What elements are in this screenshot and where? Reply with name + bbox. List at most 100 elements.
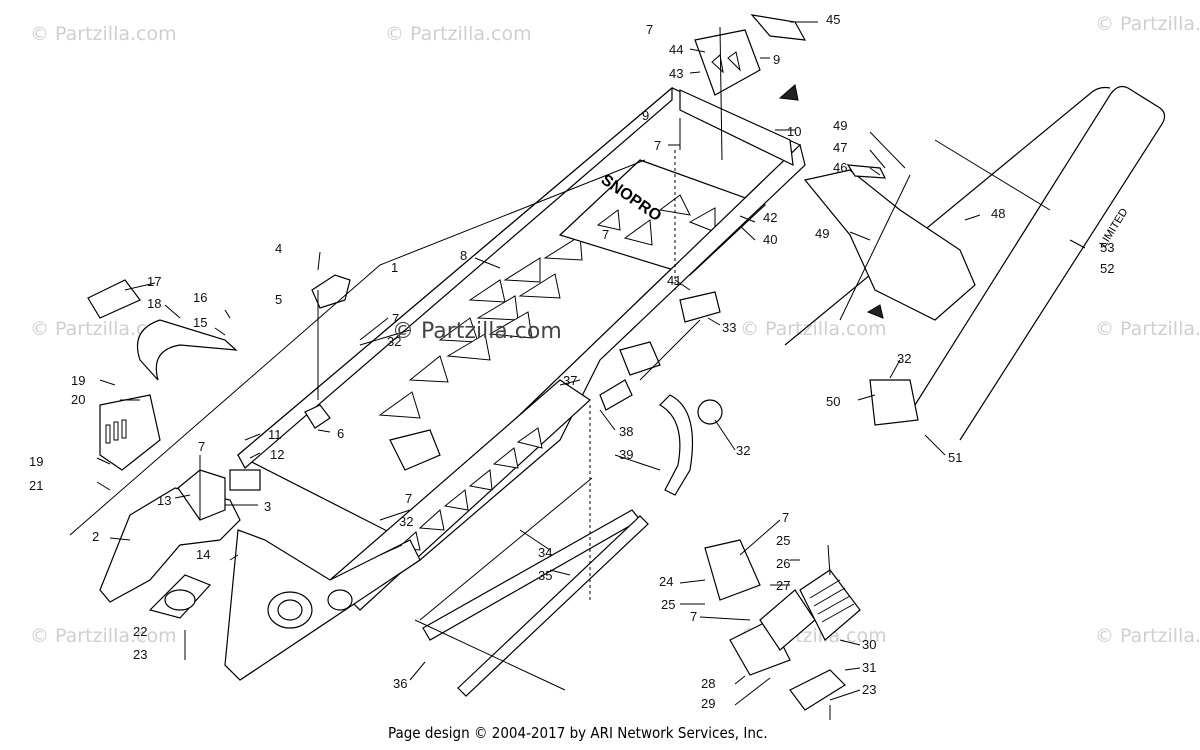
side-panel-hole (327, 589, 353, 611)
callout-c17[interactable]: 17 (147, 274, 161, 289)
direction-arrow-lower (866, 304, 884, 319)
snowflap-bracket-47 (846, 164, 887, 179)
callout-c36[interactable]: 36 (393, 676, 407, 691)
bracket-39 (659, 394, 693, 496)
rear-suspension-bracket-group (599, 291, 723, 496)
callout-c19a[interactable]: 19 (71, 373, 85, 388)
watermark-bottom-right: © Partzilla.com (1095, 625, 1200, 647)
callout-c32c[interactable]: 32 (897, 351, 911, 366)
callout-c7d[interactable]: 7 (392, 311, 399, 326)
callout-c53[interactable]: 53 (1100, 240, 1114, 255)
callout-c25a[interactable]: 25 (776, 533, 790, 548)
cover-24 (704, 539, 761, 601)
callout-c14[interactable]: 14 (196, 547, 210, 562)
callout-c21[interactable]: 21 (29, 478, 43, 493)
callout-c20[interactable]: 20 (71, 392, 85, 407)
callout-c1[interactable]: 1 (391, 260, 398, 275)
vent-30 (799, 569, 861, 641)
callout-c28[interactable]: 28 (701, 676, 715, 691)
bracket-20 (99, 394, 161, 471)
callout-c7h[interactable]: 7 (690, 609, 697, 624)
bumper-rail-52 (784, 86, 1111, 346)
watermark-mid-center: © Partzilla.com (740, 318, 887, 340)
callout-c9a[interactable]: 9 (773, 52, 780, 67)
callout-c37[interactable]: 37 (563, 373, 577, 388)
callout-c7g[interactable]: 7 (782, 510, 789, 525)
callout-c22[interactable]: 22 (133, 624, 147, 639)
callout-c41[interactable]: 41 (667, 273, 681, 288)
callout-c9b[interactable]: 9 (642, 108, 649, 123)
callout-c35[interactable]: 35 (538, 568, 552, 583)
callout-c33[interactable]: 33 (722, 320, 736, 335)
callout-c23a[interactable]: 23 (133, 647, 147, 662)
callout-c12[interactable]: 12 (270, 447, 284, 462)
callout-c24[interactable]: 24 (659, 574, 673, 589)
watermark-top-center: © Partzilla.com (385, 23, 532, 45)
bracket-20-slots (105, 419, 127, 444)
callout-c44[interactable]: 44 (669, 42, 683, 57)
side-panel-port-inner (277, 599, 303, 621)
callout-c5[interactable]: 5 (275, 292, 282, 307)
callout-c32d[interactable]: 32 (736, 443, 750, 458)
deck-cutouts (378, 235, 583, 419)
callout-c50[interactable]: 50 (826, 394, 840, 409)
callout-c32b[interactable]: 32 (399, 514, 413, 529)
callout-c34[interactable]: 34 (538, 545, 552, 560)
plate-33 (679, 291, 721, 323)
tunnel-left-edge (237, 86, 673, 469)
callout-c38[interactable]: 38 (619, 424, 633, 439)
page-footer: Page design © 2004-2017 by ARI Network S… (388, 724, 768, 742)
callout-c26[interactable]: 26 (776, 556, 790, 571)
tunnel-rear-bumper-mount (389, 429, 441, 471)
callout-c46[interactable]: 46 (833, 160, 847, 175)
callout-c7f[interactable]: 7 (405, 491, 412, 506)
tunnel-left-side (224, 529, 421, 681)
callout-c30[interactable]: 30 (862, 637, 876, 652)
callout-c10[interactable]: 10 (787, 124, 801, 139)
callout-c48[interactable]: 48 (991, 206, 1005, 221)
callout-c19b[interactable]: 19 (29, 454, 43, 469)
callout-c23b[interactable]: 23 (862, 682, 876, 697)
watermark-top-right: © Partzilla.com (1095, 13, 1200, 35)
tunnel-assembly: SNOPRO (224, 86, 806, 681)
callout-c18[interactable]: 18 (147, 296, 161, 311)
callout-c7a[interactable]: 7 (646, 22, 653, 37)
callout-c11[interactable]: 11 (268, 427, 282, 442)
callout-c13[interactable]: 13 (157, 493, 171, 508)
callout-c2[interactable]: 2 (92, 529, 99, 544)
callout-c4[interactable]: 4 (275, 241, 282, 256)
callout-labels: 1234567777777789910111213141516171819192… (29, 12, 1114, 711)
callout-c39[interactable]: 39 (619, 447, 633, 462)
callout-c45[interactable]: 45 (826, 12, 840, 27)
callout-c43[interactable]: 43 (669, 66, 683, 81)
callout-c40[interactable]: 40 (763, 232, 777, 247)
lower-cover-group (704, 539, 861, 711)
callout-c29[interactable]: 29 (701, 696, 715, 711)
watermark-bottom-left: © Partzilla.com (30, 625, 177, 647)
callout-c32a[interactable]: 32 (387, 334, 401, 349)
callout-c42[interactable]: 42 (763, 210, 777, 225)
callout-c3[interactable]: 3 (264, 499, 271, 514)
callout-c51[interactable]: 51 (948, 450, 962, 465)
callout-c8[interactable]: 8 (460, 248, 467, 263)
clip-6 (304, 404, 331, 429)
callout-c7e[interactable]: 7 (198, 439, 205, 454)
rear-flap-group (679, 14, 807, 167)
rear-bracket-17 (87, 279, 141, 319)
callout-c52[interactable]: 52 (1100, 261, 1114, 276)
callout-c27[interactable]: 27 (776, 578, 790, 593)
callout-c49a[interactable]: 49 (833, 118, 847, 133)
callout-c15[interactable]: 15 (193, 315, 207, 330)
callout-c7c[interactable]: 7 (602, 227, 609, 242)
bracket-15 (136, 319, 238, 381)
callout-c6[interactable]: 6 (337, 426, 344, 441)
center-watermark: © Partzilla.com (392, 319, 562, 344)
callout-c25b[interactable]: 25 (661, 597, 675, 612)
callout-c7b[interactable]: 7 (654, 138, 661, 153)
callout-c49b[interactable]: 49 (815, 226, 829, 241)
rear-bumper-group: LIMITED (784, 85, 1166, 441)
callout-c16[interactable]: 16 (193, 290, 207, 305)
callout-c47[interactable]: 47 (833, 140, 847, 155)
callout-c31[interactable]: 31 (862, 660, 876, 675)
